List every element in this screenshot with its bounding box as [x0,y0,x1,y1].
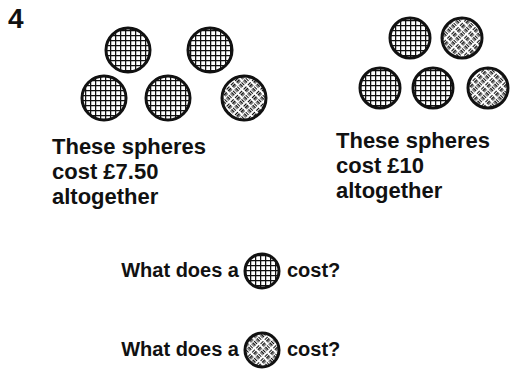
question-text: cost? [287,258,340,282]
woven-sphere [442,18,482,58]
price-note: These spheres cost £10 altogether [336,128,526,203]
question-text: cost? [287,337,340,361]
question-number: 4 [8,2,24,36]
grid-sphere [188,28,232,72]
grid-sphere [390,18,430,58]
grid-sphere [106,28,150,72]
grid-sphere [245,254,279,288]
question-text: What does a [121,258,239,282]
grid-sphere [413,68,453,108]
woven-sphere [245,333,279,367]
price-note: These spheres cost £7.50 altogether [52,134,252,209]
grid-sphere [360,68,400,108]
woven-sphere [468,68,508,108]
woven-sphere [222,76,266,120]
grid-sphere [146,76,190,120]
grid-sphere [82,76,126,120]
question-text: What does a [121,337,239,361]
